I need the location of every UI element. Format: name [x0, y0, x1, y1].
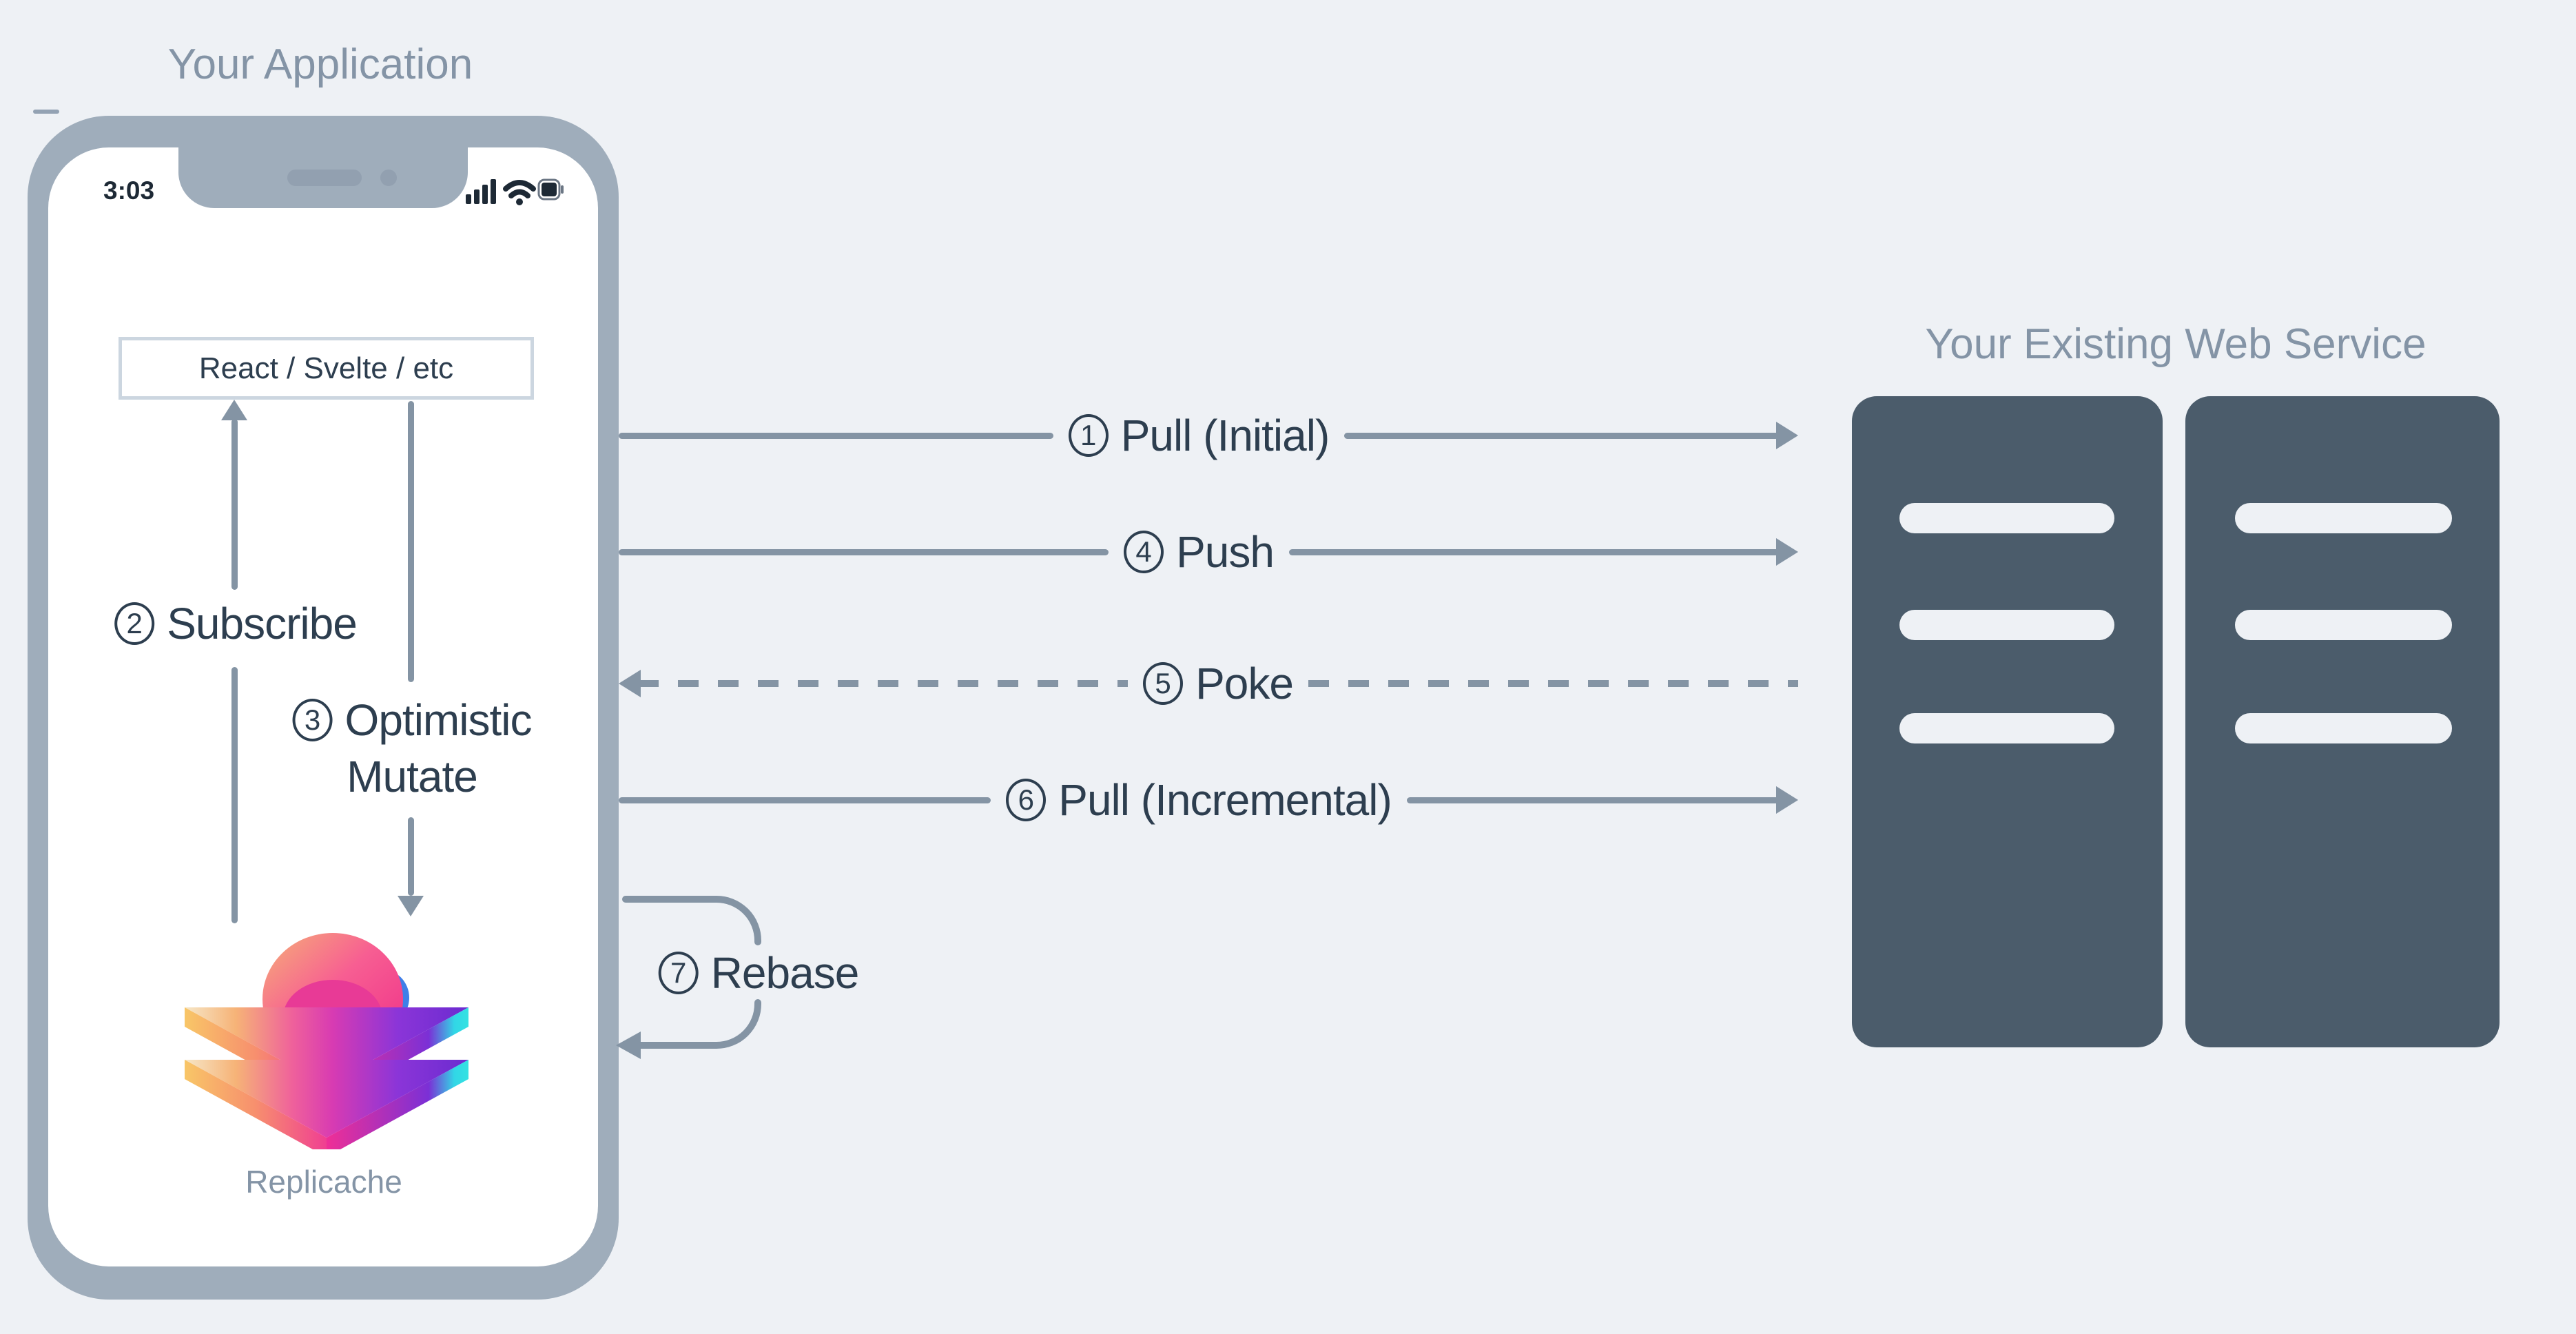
- arrow-right-icon: [1776, 786, 1798, 814]
- line-segment: [1344, 432, 1779, 439]
- web-service-title: Your Existing Web Service: [1925, 320, 2426, 368]
- arrow-pull-incremental: 6 Pull (Incremental): [619, 774, 1798, 825]
- server-slot: [2235, 503, 2452, 533]
- flow-label-optimistic-mutate: 3 Optimistic Mutate: [292, 695, 533, 802]
- line-segment: [619, 797, 991, 803]
- status-icons: [466, 178, 564, 205]
- circled-number: 4: [1124, 531, 1164, 573]
- flow-label-subscribe: 2 Subscribe: [114, 598, 358, 649]
- arrow-left-icon: [616, 1032, 641, 1059]
- replicache-caption: Replicache: [245, 1164, 402, 1200]
- server-slot: [1899, 503, 2114, 533]
- arrow-down-icon: [398, 896, 424, 916]
- server-slot: [1899, 610, 2114, 640]
- flow-label-text: Rebase: [710, 948, 860, 998]
- line-segment: [1288, 548, 1779, 555]
- arrow-label-text: Pull (Initial): [1120, 411, 1330, 460]
- phone-notch: [178, 147, 468, 208]
- mutate-line-lower: [408, 817, 414, 896]
- arrow-label-text: Pull (Incremental): [1058, 775, 1392, 825]
- circled-number: 5: [1143, 662, 1184, 705]
- arrow-push: 4 Push: [619, 526, 1798, 577]
- circled-number: 6: [1006, 779, 1047, 821]
- arrow-label-text: Push: [1176, 527, 1275, 577]
- dashed-line-segment: [1308, 680, 1798, 687]
- line-segment: [619, 432, 1053, 439]
- arrow-poke: 5 Poke: [619, 659, 1798, 708]
- arrow-label: 1 Pull (Initial): [1068, 410, 1330, 461]
- circled-number: 1: [1068, 414, 1109, 457]
- replicache-logo: [185, 933, 468, 1149]
- line-segment: [619, 548, 1109, 555]
- flow-label-text-line1: Optimistic: [344, 695, 533, 745]
- circled-number: 7: [658, 952, 699, 994]
- stray-dash-mark: [33, 110, 59, 114]
- arrow-right-icon: [1776, 538, 1798, 566]
- line-segment: [1406, 797, 1779, 803]
- application-title: Your Application: [167, 41, 473, 88]
- mutate-line-upper: [408, 401, 414, 682]
- server-slot: [1899, 713, 2114, 743]
- arrow-left-icon: [619, 670, 641, 697]
- server-slot: [2235, 713, 2452, 743]
- flow-label-text-line2: Mutate: [347, 752, 478, 801]
- arrow-label: 5 Poke: [1143, 658, 1294, 709]
- dashed-line-segment: [638, 680, 1129, 687]
- battery-icon: [537, 178, 564, 201]
- flow-label-rebase: 7 Rebase: [658, 947, 860, 998]
- subscribe-line-lower: [231, 667, 238, 923]
- wifi-icon: [503, 180, 536, 205]
- server-tower-1: [1852, 396, 2163, 1047]
- server-tower-2: [2185, 396, 2500, 1047]
- status-time: 3:03: [103, 176, 155, 205]
- camera-dot: [380, 170, 397, 186]
- speaker-slot: [287, 170, 362, 186]
- arrow-label: 6 Pull (Incremental): [1006, 774, 1392, 825]
- arrow-label: 4 Push: [1124, 526, 1275, 577]
- rebase-loop-arrow: [616, 896, 761, 1059]
- subscribe-line-upper: [231, 419, 238, 590]
- arrow-up-icon: [221, 400, 247, 420]
- circled-number: 2: [114, 602, 155, 645]
- signal-bars-icon: [466, 179, 496, 204]
- circled-number: 3: [292, 699, 333, 741]
- arrow-right-icon: [1776, 422, 1798, 449]
- flow-label-text: Subscribe: [167, 599, 358, 648]
- arrow-pull-initial: 1 Pull (Initial): [619, 411, 1798, 460]
- arrow-label-text: Poke: [1195, 659, 1294, 708]
- ui-framework-box: React / Svelte / etc: [119, 337, 534, 400]
- server-slot: [2235, 610, 2452, 640]
